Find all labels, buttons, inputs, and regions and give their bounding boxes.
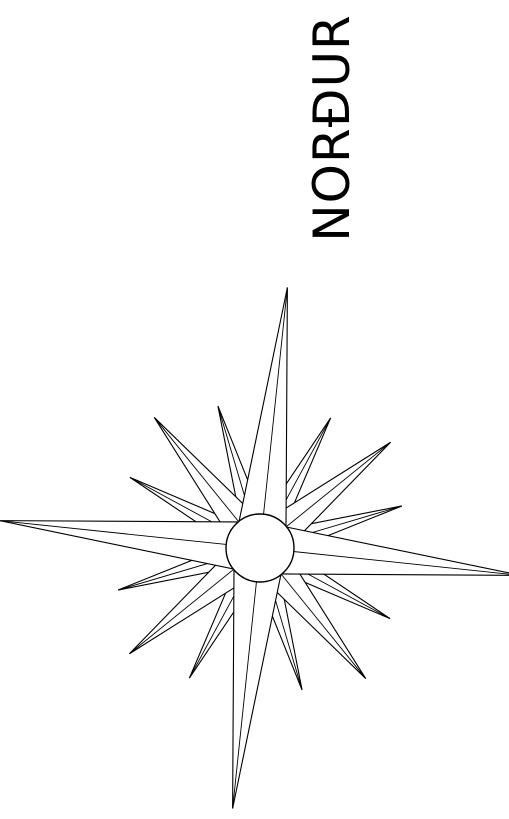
ray-w (0, 521, 263, 574)
ray-n (234, 287, 287, 550)
ray-e (257, 522, 509, 575)
compass-hub (226, 514, 294, 582)
ray-s (233, 545, 286, 808)
